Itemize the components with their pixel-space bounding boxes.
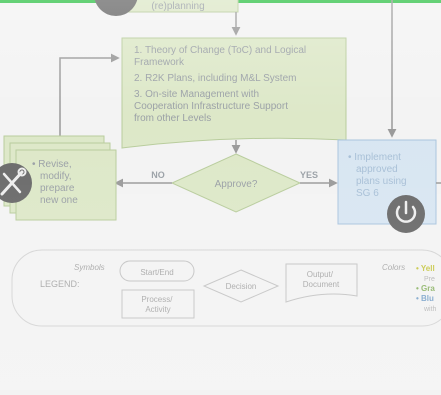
plan-item-3-cont: Cooperation Infrastructure Support — [134, 101, 288, 112]
legend-output-shape — [285, 263, 358, 303]
revise-box — [15, 149, 117, 221]
legend-output-line-1: Output/ — [307, 270, 334, 279]
plan-list: 1. Theory of Change (ToC) and Logical Fr… — [134, 45, 309, 124]
legend-process-line-1: Process/ — [141, 295, 173, 304]
implement-text: • Implement approved plans using SG 6 — [348, 152, 409, 199]
plan-item-1-cont: Framework — [134, 57, 185, 68]
plan-item-3: 3. On-site Management with — [134, 89, 259, 100]
legend-symbols-label: Symbols — [74, 263, 105, 272]
wrench-screwdriver-icon — [0, 163, 32, 203]
legend-process-shape — [121, 289, 195, 319]
legend-process-label: Process/ Activity — [141, 295, 174, 314]
legend-decision-shape — [202, 269, 280, 303]
plan-item-2: 2. R2K Plans, including M&L System — [134, 73, 296, 84]
power-icon — [387, 195, 425, 233]
plan-item-3-cont2: from other Levels — [134, 113, 211, 124]
circle-icon — [94, 0, 138, 16]
plan-item-1: 1. Theory of Change (ToC) and Logical — [134, 45, 306, 56]
legend-color-yellow: • Yell — [416, 264, 435, 273]
implement-line-2: approved — [356, 164, 398, 175]
revise-line-1: • Revise, — [32, 159, 72, 170]
implement-line-1: • Implement — [348, 152, 401, 163]
legend-start-end-shape — [119, 260, 195, 282]
legend-color-green: • Gra — [416, 284, 435, 293]
legend-title: LEGEND: — [40, 279, 80, 289]
approve-label: Approve? — [215, 179, 258, 190]
legend-decision-label: Decision — [226, 282, 257, 291]
approve-decision-diamond — [170, 153, 302, 213]
legend-color-yellow-desc: Pre — [424, 276, 435, 283]
legend-color-blue: • Blu — [416, 294, 434, 303]
replanning-box — [117, 0, 239, 13]
revise-line-3: prepare — [40, 183, 75, 194]
legend-colors-label: Colors — [382, 263, 405, 272]
legend-color-blue-desc: with — [423, 306, 437, 313]
legend-output-line-2: Document — [303, 280, 340, 289]
revise-line-4: new one — [40, 195, 78, 206]
legend-start-end-label: Start/End — [140, 268, 173, 277]
revise-line-2: modify, — [40, 171, 72, 182]
arrow-revise-to-plan — [59, 53, 120, 140]
implement-line-3: plans using — [356, 176, 407, 187]
revise-text: • Revise, modify, prepare new one — [32, 159, 78, 206]
legend-process-line-2: Activity — [145, 305, 170, 314]
yes-label: YES — [300, 170, 318, 180]
no-label: NO — [151, 170, 165, 180]
legend-box — [11, 249, 441, 327]
replanning-label: (re)planning — [151, 1, 204, 12]
implement-line-4: SG 6 — [356, 188, 379, 199]
legend-output-label: Output/ Document — [303, 270, 340, 289]
